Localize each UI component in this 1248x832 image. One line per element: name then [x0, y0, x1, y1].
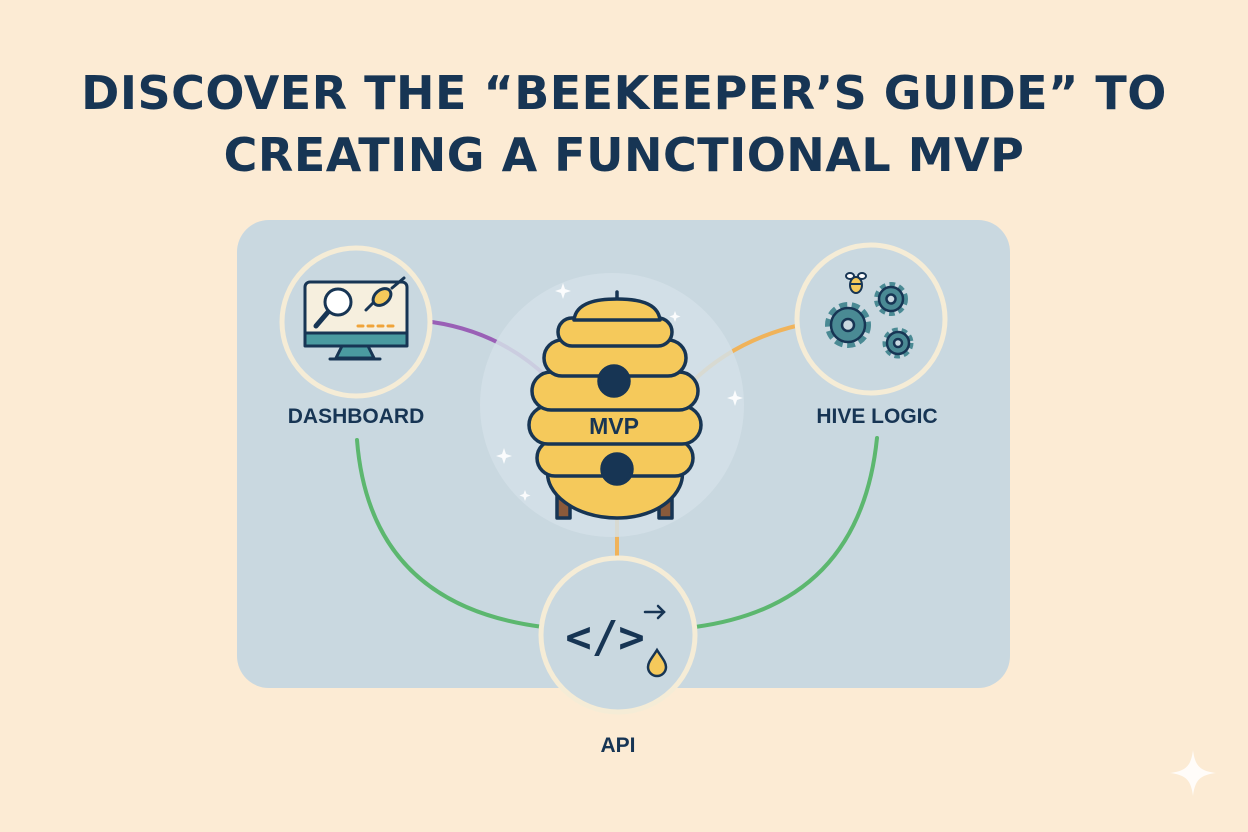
api-label: API — [600, 734, 636, 757]
mvp-label: MVP — [589, 413, 639, 439]
page-title: DISCOVER THE “BEEKEEPER’S GUIDE” TO CREA… — [0, 62, 1248, 186]
honey-drop-icon — [646, 647, 668, 678]
bee-icon — [845, 272, 867, 294]
arrow-right-icon — [643, 604, 666, 620]
title-line-1: DISCOVER THE “BEEKEEPER’S GUIDE” TO — [81, 66, 1167, 120]
dashboard-label: DASHBOARD — [287, 405, 425, 428]
sparkle-corner-icon — [1170, 750, 1216, 796]
title-line-2: CREATING A FUNCTIONAL MVP — [223, 128, 1025, 182]
connector-hivelogic-api — [693, 436, 879, 629]
code-icon: </> — [565, 612, 644, 663]
monitor-icon — [303, 276, 409, 361]
hive-logic-node — [794, 242, 948, 396]
gears-icon — [825, 282, 914, 359]
sparkle-icons — [496, 283, 743, 501]
beehive-icon — [527, 290, 703, 520]
hive-logic-label: HIVE LOGIC — [816, 405, 938, 428]
connector-dashboard-api — [355, 438, 545, 629]
